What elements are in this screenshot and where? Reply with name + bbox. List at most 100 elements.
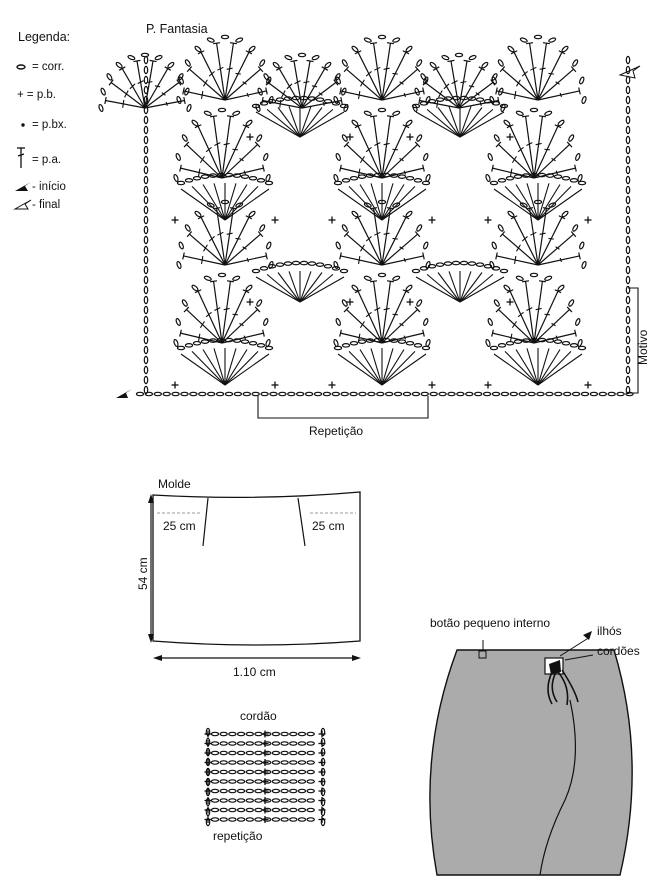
chain-stitch (467, 96, 477, 101)
chain-stitch (245, 284, 253, 292)
shell-motif (333, 34, 431, 105)
chain-stitch (581, 260, 587, 270)
chain-stitch (554, 391, 563, 397)
chain-stitch (333, 260, 339, 270)
single-crochet-stitch (246, 298, 254, 306)
chain-stitch (481, 61, 489, 69)
chain-stitch (143, 165, 149, 175)
chain-stitch (341, 224, 348, 232)
double-crochet-stitch (381, 164, 425, 179)
double-crochet-stitch (381, 289, 410, 344)
chain-stitch (219, 760, 228, 765)
chain-stitch (271, 769, 281, 775)
chain-stitch (203, 275, 212, 281)
chain-stitch (568, 299, 575, 307)
chain-stitch (392, 275, 401, 281)
chain-stitch (579, 76, 585, 85)
chain-stitch (143, 315, 149, 325)
chain-stitch (561, 210, 569, 218)
chain-stitch (485, 338, 491, 348)
double-crochet-stitch (370, 207, 383, 266)
cup-motif (246, 95, 354, 141)
chain-stitch (228, 769, 237, 775)
single-crochet-stitch (261, 787, 269, 795)
chain-stitch (315, 262, 325, 267)
chain-stitch (625, 295, 631, 305)
chain-stitch (181, 299, 188, 307)
single-crochet-stitch (346, 298, 354, 306)
left-dart-label: 25 cm (163, 519, 196, 533)
chain-stitch (143, 295, 149, 305)
double-crochet-stitch (265, 79, 303, 109)
double-crochet-stitch (133, 59, 146, 109)
chain-stitch (306, 731, 315, 737)
double-crochet-stitch (533, 329, 577, 344)
chain-stitch (561, 340, 571, 346)
chain-stitch (393, 391, 403, 397)
double-crochet-stitch (381, 329, 425, 344)
chain-stitch (625, 245, 631, 255)
double-crochet-stitch (533, 124, 562, 179)
chain-stitch (219, 741, 228, 746)
cords-pointer (564, 654, 594, 661)
chain-stitch (519, 202, 528, 208)
chain-stitch (255, 103, 261, 113)
double-crochet-stitch (179, 329, 223, 344)
chain-stitch (289, 731, 298, 737)
double-crochet-stitch (537, 42, 550, 101)
chain-stitch (625, 265, 631, 275)
chain-stitch (351, 210, 359, 218)
chain-stitch (625, 115, 631, 125)
double-crochet-stitch (537, 207, 550, 266)
chain-stitch (143, 205, 149, 215)
single-crochet-stitch (428, 381, 436, 389)
chain-stitch (263, 73, 270, 81)
cup-motif (406, 260, 514, 306)
double-crochet-stitch (224, 87, 268, 101)
chain-stitch (297, 750, 307, 756)
chain-stitch (245, 750, 254, 756)
right-dart (297, 497, 306, 547)
chain-stitch (205, 817, 211, 827)
chain-stitch (280, 731, 289, 737)
chain-stitch (320, 747, 326, 757)
chain-stitch (219, 750, 228, 756)
chain-stitch (143, 55, 149, 65)
chain-stitch (143, 195, 149, 205)
chain-stitch (245, 817, 254, 822)
chain-stitch (577, 338, 583, 348)
chain-stitch (297, 769, 307, 775)
chain-stitch (287, 391, 296, 397)
chain-stitch (184, 59, 191, 67)
chain-stitch (215, 391, 225, 397)
chain-stitch (625, 75, 631, 85)
chain-stitch (280, 817, 289, 822)
chain-stitch (245, 741, 254, 746)
button-label: botão pequeno interno (430, 616, 551, 630)
skirt-body (429, 649, 633, 876)
double-crochet-stitch (506, 124, 535, 179)
legend-label-start: - início (32, 181, 66, 193)
chain-stitch (271, 760, 281, 765)
chain-stitch (205, 797, 211, 807)
chain-stitch (491, 391, 501, 397)
chain-stitch (351, 45, 359, 53)
chain-stitch (235, 37, 244, 43)
chain-stitch (561, 45, 569, 53)
chain-stitch (143, 345, 149, 355)
chain-stitch (598, 391, 608, 397)
double-crochet-stitch (339, 164, 383, 179)
chain-stitch (271, 807, 281, 813)
chain-stitch (220, 199, 230, 205)
shell-motif (412, 52, 506, 113)
chain-stitch (256, 299, 263, 307)
chain-stitch (420, 73, 427, 81)
double-crochet-stitch (118, 66, 146, 109)
double-crochet-stitch (370, 115, 383, 179)
single-crochet-stitch (428, 216, 436, 224)
chain-stitch (224, 391, 234, 397)
chain-stitch (625, 65, 631, 75)
double-crochet-stitch (418, 96, 460, 109)
chain-stitch (143, 265, 149, 275)
chain-stitch (500, 391, 510, 397)
